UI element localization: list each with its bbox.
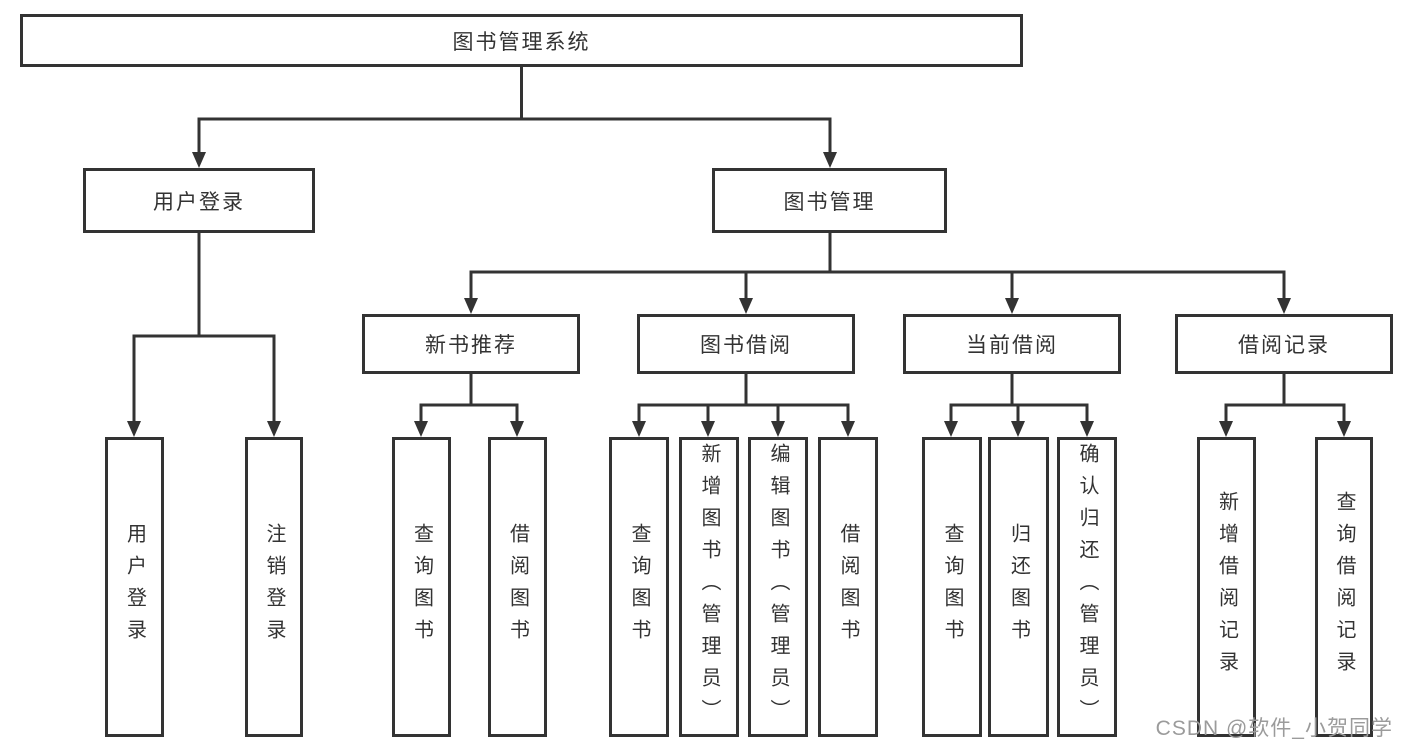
node-book-management: 图书管理 <box>712 168 947 233</box>
leaf-query-books-recommend: 查询图书 <box>392 437 451 737</box>
node-borrowing-records: 借阅记录 <box>1175 314 1393 374</box>
watermark: CSDN @软件_小贺同学 <box>1155 717 1393 740</box>
leaf-edit-books-admin-label: 编辑图书（管理员） <box>767 443 789 731</box>
leaf-query-borrow-record-label: 查询借阅记录 <box>1333 491 1355 683</box>
node-current-borrowing: 当前借阅 <box>903 314 1121 374</box>
node-user-login-label: 用户登录 <box>153 190 245 214</box>
leaf-confirm-return-admin-label: 确认归还（管理员） <box>1076 443 1098 731</box>
leaf-borrow-books-recommend-label: 借阅图书 <box>506 523 529 651</box>
node-current-borrowing-label: 当前借阅 <box>966 334 1058 357</box>
leaf-query-borrow-record: 查询借阅记录 <box>1315 437 1373 737</box>
leaf-add-books-admin-label: 新增图书（管理员） <box>698 443 720 731</box>
leaf-user-login-label: 用户登录 <box>123 523 146 651</box>
leaf-borrow-books-borrowing: 借阅图书 <box>818 437 878 737</box>
node-borrowing-records-label: 借阅记录 <box>1238 334 1330 357</box>
leaf-confirm-return-admin: 确认归还（管理员） <box>1057 437 1117 737</box>
leaf-logout: 注销登录 <box>245 437 303 737</box>
node-root-label: 图书管理系统 <box>452 30 591 54</box>
node-new-book-recommend-label: 新书推荐 <box>425 334 517 357</box>
leaf-query-books-borrowing: 查询图书 <box>609 437 669 737</box>
node-user-login: 用户登录 <box>83 168 315 233</box>
leaf-borrow-books-recommend: 借阅图书 <box>488 437 547 737</box>
leaf-return-books-label: 归还图书 <box>1007 523 1030 651</box>
leaf-query-books-recommend-label: 查询图书 <box>410 523 433 651</box>
leaf-edit-books-admin: 编辑图书（管理员） <box>748 437 808 737</box>
leaf-return-books: 归还图书 <box>988 437 1049 737</box>
leaf-borrow-books-borrowing-label: 借阅图书 <box>837 523 859 651</box>
node-book-management-label: 图书管理 <box>783 190 876 214</box>
leaf-add-borrow-record-label: 新增借阅记录 <box>1215 491 1238 683</box>
node-book-borrowing: 图书借阅 <box>637 314 855 374</box>
leaf-query-books-borrowing-label: 查询图书 <box>628 523 650 651</box>
leaf-add-borrow-record: 新增借阅记录 <box>1197 437 1256 737</box>
node-book-borrowing-label: 图书借阅 <box>700 334 792 357</box>
leaf-query-books-current-label: 查询图书 <box>941 523 963 651</box>
leaf-user-login: 用户登录 <box>105 437 164 737</box>
leaf-logout-label: 注销登录 <box>263 523 285 651</box>
leaf-add-books-admin: 新增图书（管理员） <box>679 437 739 737</box>
node-new-book-recommend: 新书推荐 <box>362 314 580 374</box>
leaf-query-books-current: 查询图书 <box>922 437 982 737</box>
node-root: 图书管理系统 <box>20 14 1023 67</box>
